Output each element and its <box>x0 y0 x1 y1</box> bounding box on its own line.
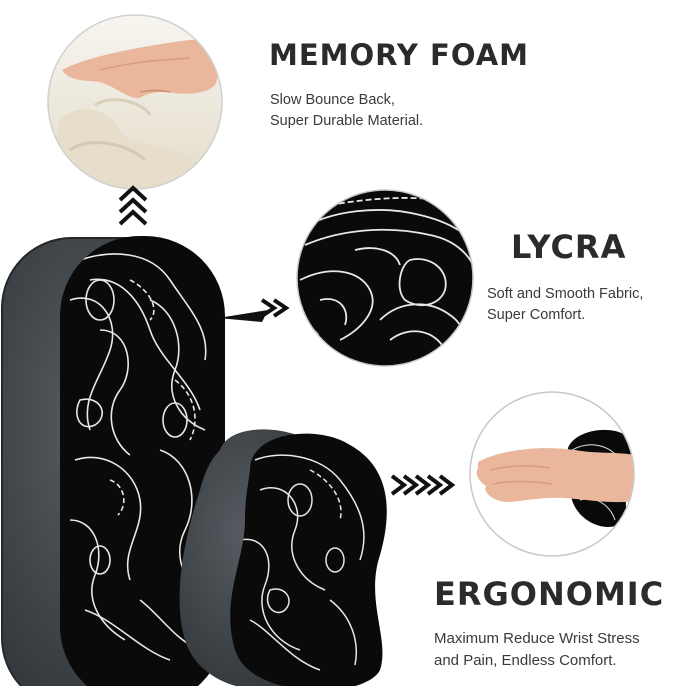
memory-foam-title: MEMORY FOAM <box>269 38 530 72</box>
up-chevrons-icon <box>118 185 148 226</box>
memory-foam-line-2: Super Durable Material. <box>270 113 424 129</box>
ergonomic-title: ERGONOMIC <box>434 575 665 613</box>
lycra-fabric-closeup <box>296 189 474 367</box>
mouse-wrist-rest <box>179 429 387 686</box>
ergonomic-line-1: Maximum Reduce Wrist Stress <box>434 630 640 647</box>
right-chevrons-icon <box>218 298 290 322</box>
memory-foam-description: Slow Bounce Back, Super Durable Material… <box>270 90 423 132</box>
lycra-line-2: Super Comfort. <box>487 307 586 323</box>
memory-foam-photo <box>47 14 223 190</box>
lycra-title: LYCRA <box>511 228 627 266</box>
ergonomic-description: Maximum Reduce Wrist Stress and Pain, En… <box>434 628 640 672</box>
ergonomic-line-2: and Pain, Endless Comfort. <box>434 652 617 669</box>
ergonomic-hand-photo <box>469 391 635 557</box>
lycra-line-1: Soft and Smooth Fabric, <box>487 286 644 302</box>
memory-foam-line-1: Slow Bounce Back, <box>270 92 395 108</box>
right-chevrons-icon <box>390 474 456 496</box>
lycra-description: Soft and Smooth Fabric, Super Comfort. <box>487 284 643 326</box>
